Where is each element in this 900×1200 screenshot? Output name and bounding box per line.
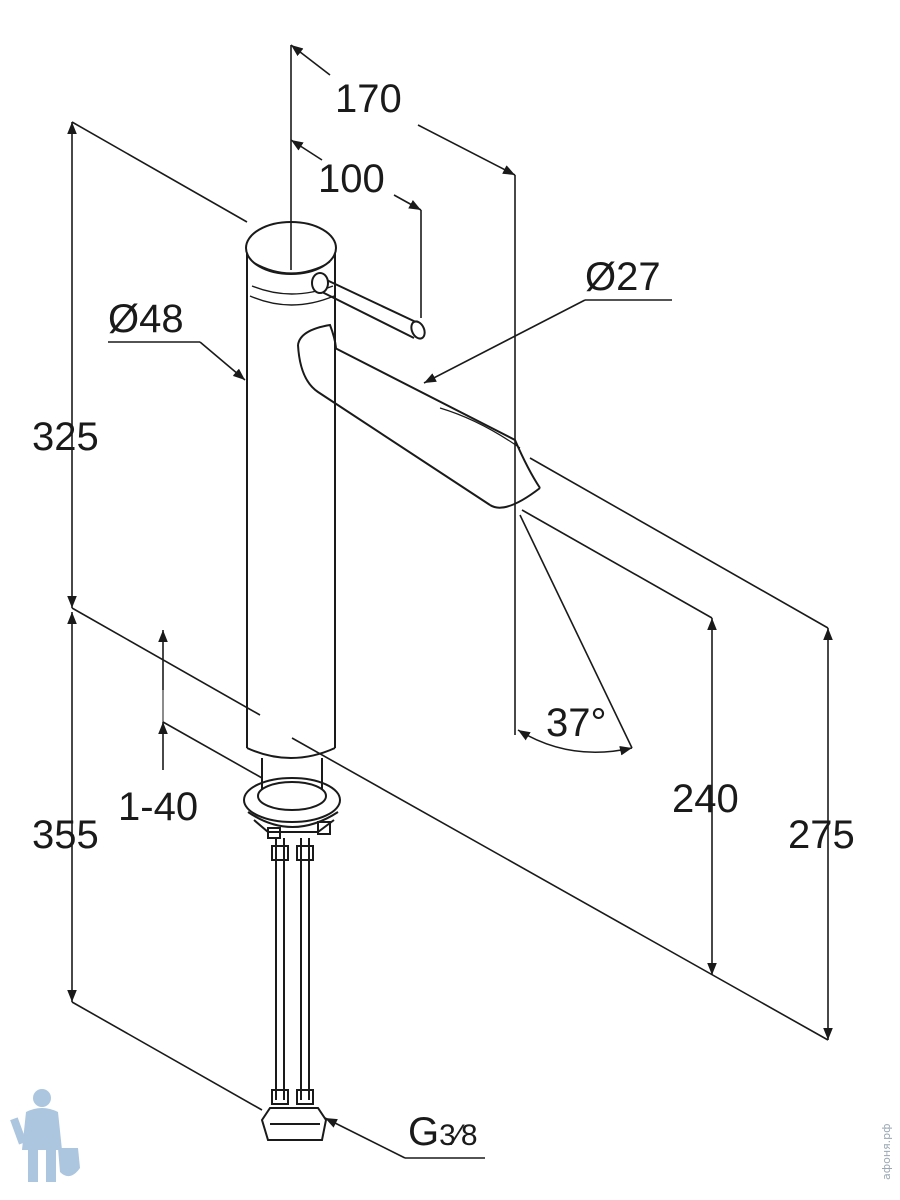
dim-body-diameter-label: Ø48: [108, 297, 184, 341]
watermark-text: афоня.рф: [880, 1123, 893, 1180]
dim-1-40-label: 1-40: [118, 785, 198, 829]
dimension-labels: 170 100 Ø27 Ø48 325 355 1-40 240 275 37°…: [32, 77, 855, 1154]
dim-240-label: 240: [672, 777, 739, 821]
dim-355-label: 355: [32, 813, 99, 857]
thread-fraction: 3⁄8: [439, 1119, 477, 1152]
thread-size-label: G3⁄8: [408, 1110, 478, 1154]
dim-170-label: 170: [335, 77, 402, 121]
hose-connectors: [260, 1089, 328, 1141]
dim-spout-diameter-label: Ø27: [585, 255, 661, 299]
thread-prefix: G: [408, 1110, 439, 1154]
dimension-lines: [67, 44, 833, 1159]
faucet-outline: [243, 221, 541, 1141]
dim-275-label: 275: [788, 813, 855, 857]
dim-angle-label: 37°: [546, 701, 607, 745]
lever-handle: [311, 272, 426, 340]
mounting-base: [243, 758, 341, 839]
dim-325-label: 325: [32, 415, 99, 459]
dim-100-label: 100: [318, 157, 385, 201]
faucet-body: [246, 250, 336, 759]
plumber-mascot-icon: [10, 1089, 80, 1182]
supply-hoses: [271, 838, 314, 1100]
